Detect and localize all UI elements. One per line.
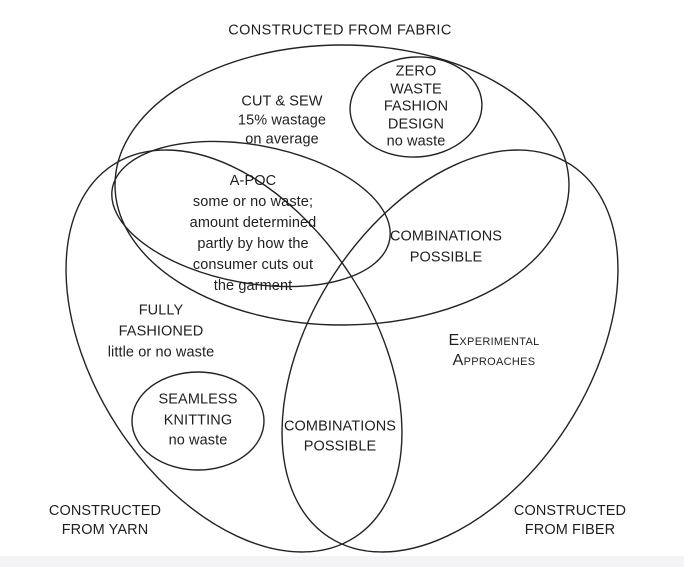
- fabric-set-label: CONSTRUCTED FROM FABRIC: [228, 22, 452, 39]
- experimental-approaches-label: Experimental Approaches: [448, 332, 540, 369]
- apoc-label: A-POC some or no waste; amount determine…: [189, 173, 317, 294]
- apoc-ellipse: [111, 140, 391, 288]
- combinations-possible-top-label: COMBINATIONS POSSIBLE: [389, 228, 503, 266]
- cut-and-sew-label: CUT & SEW 15% wastage on average: [237, 93, 327, 148]
- fully-fashioned-label: FULLY FASHIONED little or no waste: [107, 302, 215, 361]
- fiber-set-label: CONSTRUCTED FROM FIBER: [513, 503, 627, 538]
- zero-waste-ellipse: [349, 56, 483, 158]
- yarn-ellipse: [65, 149, 403, 553]
- zero-waste-label: ZERO WASTE FASHION DESIGN no waste: [383, 63, 449, 150]
- fabric-ellipse: [114, 44, 570, 326]
- seamless-knitting-label: SEAMLESS KNITTING no waste: [158, 391, 238, 449]
- fiber-ellipse: [281, 149, 619, 553]
- page-bottom-strip: [0, 556, 684, 567]
- yarn-set-label: CONSTRUCTED FROM YARN: [48, 503, 162, 538]
- combinations-possible-bottom-label: COMBINATIONS POSSIBLE: [283, 418, 397, 455]
- seamless-knitting-ellipse: [131, 371, 265, 471]
